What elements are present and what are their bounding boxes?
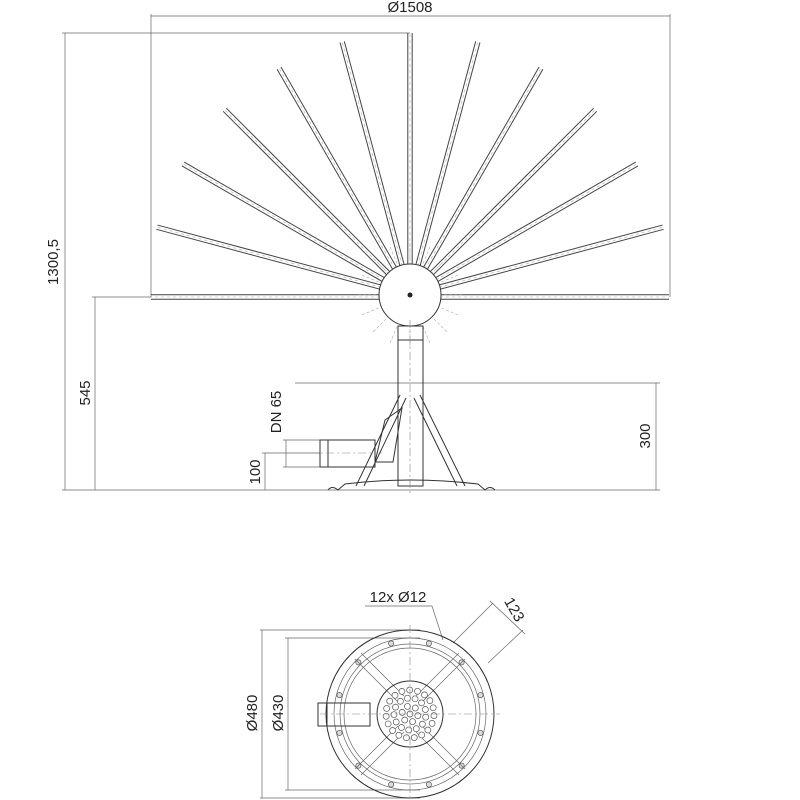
jet-arm xyxy=(156,224,411,298)
jet-arm xyxy=(409,224,664,298)
inlet-size-label: DN 65 xyxy=(268,391,285,434)
bolt-hole xyxy=(477,729,484,736)
outer-diameter-label: Ø480 xyxy=(244,695,261,732)
bolt-hole xyxy=(425,640,432,647)
bolt-hole xyxy=(336,692,343,699)
jet-arm xyxy=(222,107,412,297)
jet-arm xyxy=(181,161,412,298)
jet-arm xyxy=(407,66,544,297)
jet-arms xyxy=(151,33,669,300)
base-plate xyxy=(327,479,496,491)
jet-arm xyxy=(410,294,669,300)
top-view: Ø480 Ø430 12x Ø12 123 xyxy=(244,589,528,800)
total-height-label: 1300,5 xyxy=(45,239,62,285)
width-label: Ø1508 xyxy=(387,0,432,16)
offset-dimension: 123 xyxy=(452,595,528,664)
inlet-dimensions: DN 65 100 xyxy=(247,391,330,490)
jet-arm xyxy=(408,107,598,297)
arm-height-label: 545 xyxy=(77,380,94,405)
jet-arm xyxy=(339,41,413,296)
jet-arm xyxy=(407,41,481,296)
jet-arm xyxy=(407,33,413,295)
bolt-hole xyxy=(388,781,395,788)
holes-label: 12x Ø12 xyxy=(370,589,427,606)
bolt-hole xyxy=(336,729,343,736)
arm-height-dimension: 545 xyxy=(77,296,151,490)
jet-arm xyxy=(276,66,413,297)
bolt-hole xyxy=(388,640,395,647)
support-legs xyxy=(310,394,466,487)
base-plate-top xyxy=(317,625,500,800)
side-view: Ø1508 1300,5 545 300 DN 65 1 xyxy=(45,0,671,495)
nozzle-perforations xyxy=(382,686,438,742)
jet-arm xyxy=(408,161,639,298)
inner-diameter-label: Ø430 xyxy=(270,695,287,732)
diameter-dimensions: Ø480 Ø430 xyxy=(244,629,420,799)
offset-label: 123 xyxy=(500,595,527,625)
base-height-label: 300 xyxy=(637,423,654,448)
jet-arm xyxy=(151,294,410,300)
bolt-hole xyxy=(425,781,432,788)
width-dimension: Ø1508 xyxy=(150,0,671,297)
total-height-dimension: 1300,5 xyxy=(45,32,410,490)
inlet-height-label: 100 xyxy=(247,459,264,484)
holes-callout: 12x Ø12 xyxy=(365,589,444,641)
bolt-hole xyxy=(477,692,484,699)
base-height-dimension: 300 xyxy=(295,382,660,490)
stem-pipe xyxy=(397,320,424,495)
